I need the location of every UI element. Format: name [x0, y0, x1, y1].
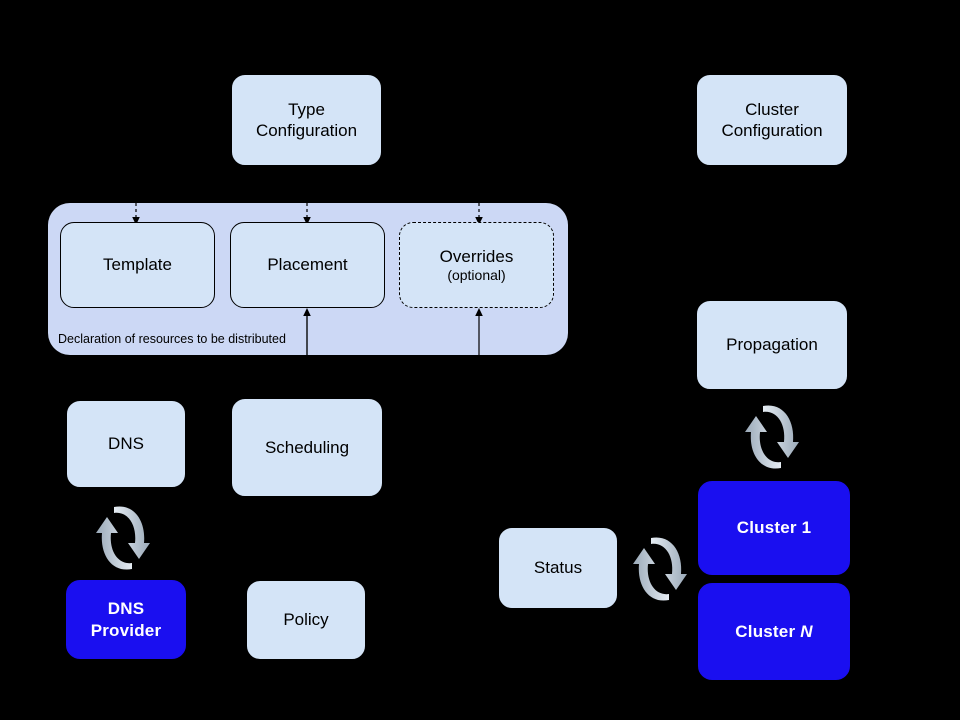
arrow-scheduling-to-placement [299, 308, 315, 398]
node-cluster-configuration-label: Cluster Configuration [721, 99, 822, 142]
node-policy[interactable]: Policy [246, 580, 366, 660]
node-type-configuration[interactable]: Type Configuration [231, 74, 382, 166]
node-cluster-n-label: Cluster N [735, 621, 812, 642]
node-dns[interactable]: DNS [66, 400, 186, 488]
sync-icon-dns [88, 497, 158, 579]
node-dns-provider-line2: Provider [90, 620, 162, 640]
node-dns-label: DNS [108, 434, 144, 454]
node-cluster-1[interactable]: Cluster 1 [698, 481, 850, 575]
arrow-type-config-to-overrides [471, 203, 487, 225]
node-scheduling[interactable]: Scheduling [231, 398, 383, 497]
node-cluster-n-suffix: N [800, 621, 813, 641]
node-cluster-n[interactable]: Cluster N [698, 583, 850, 680]
node-dns-provider[interactable]: DNS Provider [66, 580, 186, 659]
node-propagation-label: Propagation [726, 335, 818, 355]
node-overrides[interactable]: Overrides (optional) [399, 222, 554, 308]
node-cluster-1-label: Cluster 1 [737, 517, 812, 538]
node-template-label: Template [103, 255, 172, 275]
sync-icon-propagation [737, 396, 807, 478]
node-cluster-configuration[interactable]: Cluster Configuration [696, 74, 848, 166]
node-cluster-1-prefix: Cluster [736, 518, 802, 538]
node-cluster-1-suffix: 1 [801, 518, 812, 538]
node-type-configuration-label: Type Configuration [256, 99, 357, 142]
node-overrides-label: Overrides (optional) [440, 246, 514, 285]
node-status[interactable]: Status [498, 527, 618, 609]
node-placement[interactable]: Placement [230, 222, 385, 308]
node-template[interactable]: Template [60, 222, 215, 308]
node-status-label: Status [533, 558, 583, 578]
node-type-configuration-line1: Type [288, 99, 325, 119]
arrow-type-config-to-template [128, 203, 144, 225]
node-dns-provider-line1: DNS [107, 599, 145, 619]
node-placement-label: Placement [267, 255, 348, 275]
node-cluster-configuration-line2: Configuration [721, 121, 823, 140]
arrow-type-config-to-placement [299, 203, 315, 225]
node-cluster-configuration-line1: Cluster [745, 99, 799, 119]
node-scheduling-label: Scheduling [264, 437, 350, 457]
node-propagation[interactable]: Propagation [696, 300, 848, 390]
node-policy-label: Policy [283, 610, 329, 630]
panel-caption: Declaration of resources to be distribut… [58, 332, 286, 346]
arrow-policy-to-overrides [471, 308, 487, 398]
node-overrides-line1: Overrides [439, 246, 514, 266]
sync-icon-status [625, 528, 695, 610]
node-overrides-line2: (optional) [447, 266, 506, 283]
node-type-configuration-line2: Configuration [255, 121, 358, 140]
node-dns-provider-label: DNS Provider [91, 598, 162, 641]
node-cluster-n-prefix: Cluster [735, 621, 801, 641]
